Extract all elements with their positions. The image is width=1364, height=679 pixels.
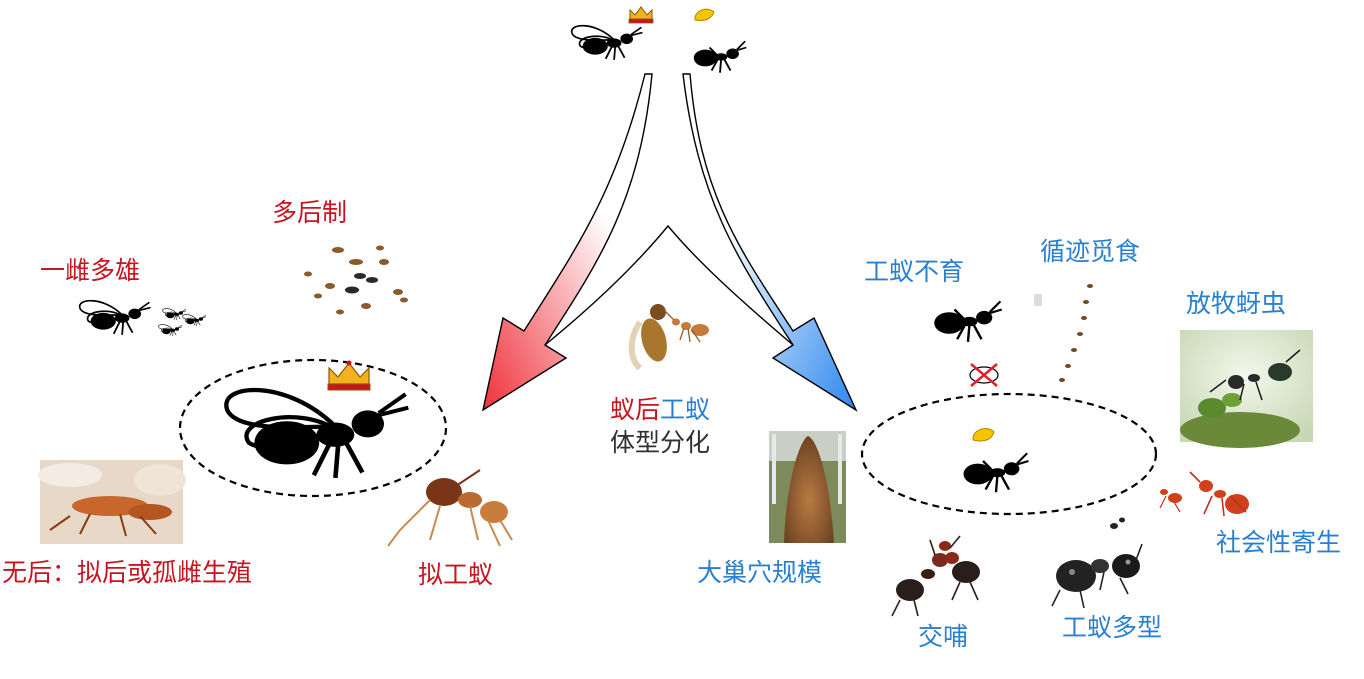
label-center-caste: 蚁后工蚁 (610, 395, 710, 425)
worker-polymorphism-photo (1051, 517, 1143, 609)
ergatoid-photo (387, 469, 513, 547)
trail-ants (1034, 284, 1093, 382)
queen-evolution-arrow (481, 73, 653, 412)
male-ant-icon (158, 324, 183, 337)
label-queenless: 无后：拟后或孤雌生殖 (2, 558, 253, 587)
label-colony-size: 大巢穴规模 (697, 558, 823, 587)
center-caste-photo (628, 304, 709, 371)
worker-group-ellipse (860, 392, 1158, 516)
label-worker-polymorphism: 工蚁多型 (1062, 613, 1163, 642)
label-polygyny: 多后制 (272, 198, 348, 227)
inner-branch-line (544, 224, 794, 346)
label-ergatoid: 拟工蚁 (418, 560, 494, 589)
label-trail-foraging: 循迹觅食 (1040, 237, 1141, 266)
worker-evolution-arrow (682, 73, 858, 412)
label-center-sub: 体型分化 (610, 428, 711, 457)
queen-crown-icon (327, 360, 371, 391)
label-center-worker: 工蚁 (660, 395, 711, 424)
queen-group-ellipse (178, 358, 448, 498)
no-eggs-icon (969, 363, 999, 387)
label-monogyny-polyandry: 一雌多雄 (40, 256, 141, 285)
sterile-worker-icon (933, 300, 1003, 344)
label-center-queen: 蚁后 (610, 395, 661, 424)
top-crown-icon (628, 6, 654, 24)
label-social-parasitism: 社会性寄生 (1216, 528, 1342, 557)
top-worker-badge-icon (694, 8, 715, 21)
aphid-tending-photo (1180, 330, 1313, 448)
nest-photo (769, 431, 846, 543)
polygyny-ant-cluster (304, 245, 408, 315)
worker-badge-icon (972, 428, 995, 442)
trophallaxis-photo (891, 535, 980, 617)
male-ant-icon (182, 314, 207, 327)
male-ant-icon (162, 308, 187, 321)
queenless-photo (38, 460, 186, 544)
monogyny-queen-icon (78, 299, 152, 336)
worker-silhouette-icon (962, 452, 1030, 494)
top-queen-silhouette-icon (570, 24, 644, 61)
label-trophallaxis: 交哺 (918, 622, 969, 651)
queen-silhouette-icon (226, 390, 408, 478)
label-aphid-tending: 放牧蚜虫 (1186, 289, 1287, 318)
top-worker-silhouette-icon (692, 40, 748, 74)
label-worker-sterile: 工蚁不育 (864, 257, 965, 286)
social-parasite-ants (1159, 471, 1249, 517)
